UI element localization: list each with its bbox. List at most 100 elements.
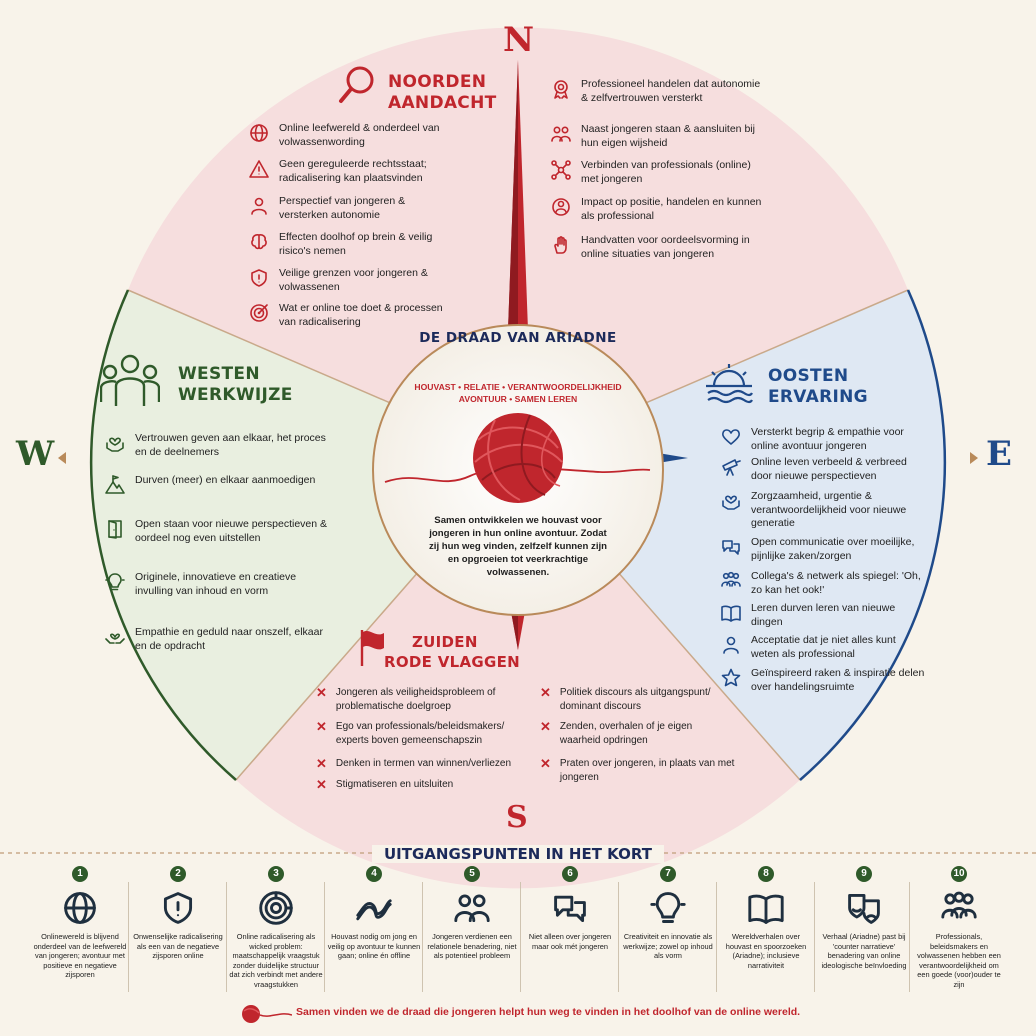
south-right-item-text: Zenden, overhalen of je eigen waarheid o… <box>559 721 693 746</box>
group-icon <box>912 886 1006 930</box>
theater-masks-icon <box>817 886 911 930</box>
magnifier-icon <box>338 64 378 111</box>
sunrise-icon <box>704 362 754 413</box>
east-item-text: Leren durven leren van nieuwe dingen <box>751 602 896 628</box>
uitgangspunt-number: 9 <box>856 866 872 882</box>
north-left-item-text: Effecten doolhof op brein & veilig risic… <box>279 231 433 257</box>
north-left-item: Veilige grenzen voor jongeren & volwasse… <box>248 267 454 294</box>
north-right-item-text: Impact op positie, handelen en kunnen al… <box>581 196 762 222</box>
globe-icon <box>33 886 127 930</box>
red-cross-icon: ✕ <box>316 685 327 700</box>
separator <box>226 882 227 992</box>
uitgangspunt-text: Houvast nodig om jong en veilig op avont… <box>327 932 421 961</box>
brain-icon <box>248 231 270 253</box>
uitgangspunt-number: 5 <box>464 866 480 882</box>
south-right-item: ✕ Politiek discours als uitgangspunt/ dom… <box>540 686 735 713</box>
center-text: Samen ontwikkelen we houvast voor jonger… <box>428 515 608 578</box>
compass-east-letter: E <box>986 434 1012 474</box>
north-left-item: Wat er online toe doet & processen van r… <box>248 302 454 329</box>
west-item: Open staan voor nieuwe perspectieven & o… <box>104 518 330 545</box>
north-right-item-text: Verbinden van professionals (online) met… <box>581 159 751 185</box>
uitgangspunt-number: 4 <box>366 866 382 882</box>
uitgangspunt-number: 7 <box>660 866 676 882</box>
shield-icon <box>248 267 270 289</box>
south-left-item-text: Jongeren als veiligheidsprobleem of prob… <box>335 687 496 712</box>
red-cross-icon: ✕ <box>316 719 327 734</box>
red-flag-icon <box>358 628 388 673</box>
award-icon <box>550 78 572 100</box>
chat-icon <box>720 536 742 558</box>
separator <box>618 882 619 992</box>
south-right-item-text: Praten over jongeren, in plaats van met … <box>559 758 735 783</box>
south-right-item: ✕Praten over jongeren, in plaats van met… <box>540 757 735 784</box>
west-item-text: Originele, innovatieve en creatieve invu… <box>135 571 297 597</box>
north-left-item-text: Veilige grenzen voor jongeren & volwasse… <box>279 267 428 293</box>
separator <box>128 882 129 992</box>
footer-yarn-icon <box>240 1003 293 1030</box>
north-left-item-text: Online leefwereld & onderdeel van volwas… <box>279 122 440 148</box>
north-left-item: Online leefwereld & onderdeel van volwas… <box>248 122 454 149</box>
east-item: Leren durven leren van nieuwe dingen <box>720 602 926 629</box>
north-left-item-text: Perspectief van jongeren & versterken au… <box>279 195 406 221</box>
chat-icon <box>523 886 617 930</box>
uitgangspunt-number: 10 <box>951 866 967 882</box>
west-item-text: Vertrouwen geven aan elkaar, het proces … <box>135 432 326 458</box>
people-icon <box>550 123 572 145</box>
north-right-item: Professioneel handelen dat autonomie & z… <box>550 78 766 105</box>
west-item: Originele, innovatieve en creatieve invu… <box>104 571 330 598</box>
south-left-item-text: Stigmatiseren en uitsluiten <box>335 779 454 790</box>
south-right-item: ✕ Zenden, overhalen of je eigen waarheid … <box>540 720 735 747</box>
maze-icon <box>229 886 323 930</box>
red-cross-icon: ✕ <box>316 777 327 792</box>
uitgangspunt-text: Onlinewereld is blijvend onderdeel van d… <box>33 932 127 980</box>
north-right-item: Handvatten voor oordeelsvorming in onlin… <box>550 234 766 261</box>
uitgangspunt-text: Professionals, beleidsmakers en volwasse… <box>917 932 1001 989</box>
uitgangspunt-text: Wereldverhalen over houvast en spoorzoek… <box>725 932 807 970</box>
north-left-item: Perspectief van jongeren & versterken au… <box>248 195 454 222</box>
impact-icon <box>550 196 572 218</box>
uitgangspunt-text: Onwenselijke radicalisering als een van … <box>133 932 223 961</box>
east-item-text: Acceptatie dat je niet alles kunt weten … <box>751 634 896 660</box>
mountain-flag-icon <box>104 474 126 496</box>
telescope-icon <box>720 456 742 478</box>
footer-text: Samen vinden we de draad die jongeren he… <box>296 1006 801 1018</box>
east-item-text: Open communicatie over moeilijke, pijnli… <box>751 536 915 562</box>
uitgangspunt-text: Jongeren verdienen een relationele benad… <box>427 932 517 961</box>
lightbulb-icon <box>104 571 126 593</box>
south-left-item-text: Ego van professionals/beleidsmakers/ exp… <box>335 721 505 746</box>
heart-hands-icon <box>720 490 742 512</box>
west-item: Empathie en geduld naar onszelf, elkaar … <box>104 626 330 653</box>
south-left-item: ✕Denken in termen van winnen/verliezen <box>316 757 526 771</box>
south-right-item-text: Politiek discours als uitgangspunt/ domi… <box>559 687 711 712</box>
west-item-text: Empathie en geduld naar onszelf, elkaar … <box>135 626 323 652</box>
red-cross-icon: ✕ <box>316 756 327 771</box>
compass-south-letter: S <box>506 800 528 835</box>
separator <box>814 882 815 992</box>
uitgangspunt-number: 1 <box>72 866 88 882</box>
east-item-text: Geïnspireerd raken & inspiratie delen ov… <box>751 667 925 693</box>
warning-icon <box>248 158 270 180</box>
hand-icon <box>550 234 572 256</box>
north-right-item-text: Professioneel handelen dat autonomie & z… <box>581 78 761 104</box>
yarn-ball-icon <box>473 413 563 503</box>
separator <box>520 882 521 992</box>
east-item: Geïnspireerd raken & inspiratie delen ov… <box>720 667 926 694</box>
uitgangspunt-text: Verhaal (Ariadne) past bij 'counter narr… <box>821 932 907 970</box>
north-left-item: Geen gereguleerde rechtsstaat; radicalis… <box>248 158 454 185</box>
network-icon <box>550 159 572 181</box>
globe-icon <box>248 122 270 144</box>
red-cross-icon: ✕ <box>540 719 551 734</box>
red-cross-icon: ✕ <box>540 685 551 700</box>
rope-icon <box>327 886 421 930</box>
uitgangspunt-number: 2 <box>170 866 186 882</box>
east-item: Collega's & netwerk als spiegel: 'Oh, zo… <box>720 570 926 597</box>
